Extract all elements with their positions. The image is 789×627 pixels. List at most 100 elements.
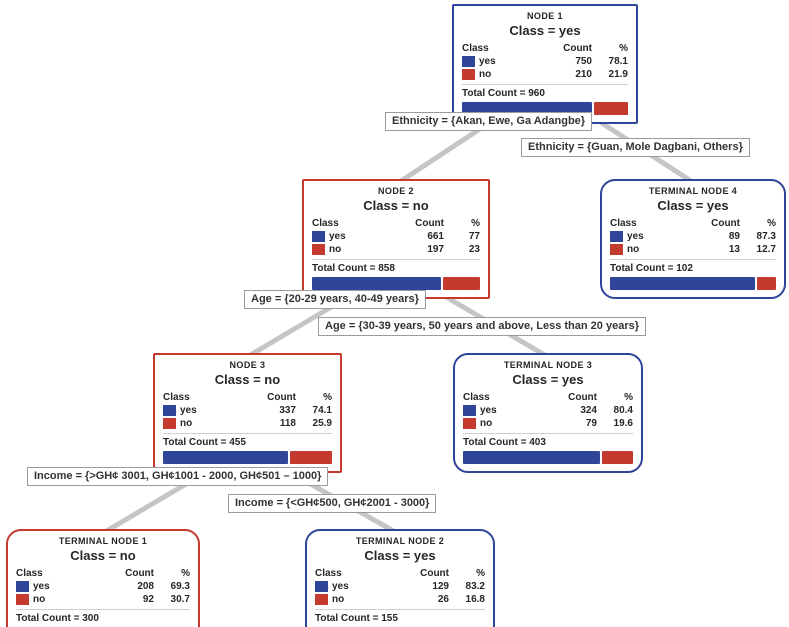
no-color-swatch-icon — [610, 244, 623, 255]
node-class-label: Class = no — [214, 372, 281, 387]
yes-color-swatch-icon — [16, 581, 29, 592]
row-label: no — [33, 594, 46, 605]
node-class-label: Class = yes — [364, 548, 436, 563]
class-row-yes: yes 324 80.4 — [463, 404, 633, 417]
row-label: no — [329, 244, 342, 255]
terminal-node-2: TERMINAL NODE 2 Class = yes Class Count … — [305, 529, 495, 627]
edge-condition-label: Ethnicity = {Guan, Mole Dagbani, Others} — [521, 138, 750, 157]
class-distribution-bar — [312, 277, 480, 290]
row-count: 92 — [142, 594, 154, 605]
row-count: 13 — [728, 244, 740, 255]
no-color-swatch-icon — [16, 594, 29, 605]
row-count: 79 — [585, 418, 597, 429]
class-distribution-bar — [462, 102, 628, 115]
row-label: yes — [480, 405, 497, 416]
row-percent: 12.7 — [756, 244, 776, 255]
row-count: 324 — [580, 405, 597, 416]
row-label: no — [479, 69, 492, 80]
terminal-node-3: TERMINAL NODE 3 Class = yes Class Count … — [453, 353, 643, 473]
yes-color-swatch-icon — [163, 405, 176, 416]
bar-segment-yes — [462, 102, 592, 115]
class-row-yes: yes 337 74.1 — [163, 404, 332, 417]
no-color-swatch-icon — [312, 244, 325, 255]
column-header-class: Class — [163, 392, 190, 403]
terminal-node-1: TERMINAL NODE 1 Class = no Class Count %… — [6, 529, 200, 627]
column-header-percent: % — [619, 43, 628, 54]
row-label: yes — [33, 581, 50, 592]
node-1: NODE 1 Class = yes Class Count % yes 750… — [452, 4, 638, 124]
row-count: 750 — [575, 56, 592, 67]
class-row-yes: yes 750 78.1 — [462, 55, 628, 68]
table-header-row: Class Count % — [462, 42, 628, 55]
class-row-yes: yes 129 83.2 — [315, 580, 485, 593]
row-percent: 74.1 — [312, 405, 332, 416]
class-row-yes: yes 661 77 — [312, 230, 480, 243]
class-row-no: no 13 12.7 — [610, 243, 776, 256]
column-header-percent: % — [181, 568, 190, 579]
no-color-swatch-icon — [315, 594, 328, 605]
node-class-label: Class = yes — [509, 23, 581, 38]
row-percent: 69.3 — [170, 581, 190, 592]
row-count: 197 — [427, 244, 444, 255]
row-label: yes — [332, 581, 349, 592]
bar-segment-yes — [610, 277, 755, 290]
table-header-row: Class Count % — [312, 217, 480, 230]
row-label: no — [332, 594, 345, 605]
column-header-count: Count — [563, 43, 592, 54]
node-title: TERMINAL NODE 3 — [503, 360, 593, 370]
node-title: NODE 1 — [527, 11, 563, 21]
class-distribution-bar — [463, 451, 633, 464]
row-count: 337 — [279, 405, 296, 416]
row-count: 89 — [728, 231, 740, 242]
row-label: yes — [180, 405, 197, 416]
column-header-class: Class — [610, 218, 637, 229]
row-percent: 25.9 — [312, 418, 332, 429]
row-percent: 23 — [468, 244, 480, 255]
row-label: no — [180, 418, 193, 429]
class-row-no: no 210 21.9 — [462, 68, 628, 81]
edge-condition-label: Income = {>GH¢ 3001, GH¢1001 - 2000, GH¢… — [27, 467, 329, 486]
table-header-row: Class Count % — [16, 567, 190, 580]
column-header-percent: % — [767, 218, 776, 229]
yes-color-swatch-icon — [610, 231, 623, 242]
bar-segment-no — [443, 277, 480, 290]
column-header-percent: % — [323, 392, 332, 403]
column-header-class: Class — [462, 43, 489, 54]
node-class-label: Class = no — [70, 548, 136, 563]
node-class-label: Class = no — [363, 198, 429, 213]
row-count: 129 — [432, 581, 449, 592]
yes-color-swatch-icon — [315, 581, 328, 592]
bar-segment-yes — [312, 277, 442, 290]
edge-condition-label: Age = {30-39 years, 50 years and above, … — [318, 317, 646, 336]
class-row-no: no 92 30.7 — [16, 593, 190, 606]
row-count: 661 — [427, 231, 444, 242]
total-count-label: Total Count = 455 — [163, 433, 332, 449]
row-count: 210 — [575, 69, 592, 80]
yes-color-swatch-icon — [462, 56, 475, 67]
bar-segment-yes — [463, 451, 600, 464]
row-percent: 87.3 — [756, 231, 776, 242]
node-title: TERMINAL NODE 1 — [58, 536, 148, 546]
table-header-row: Class Count % — [163, 391, 332, 404]
node-title: TERMINAL NODE 4 — [648, 186, 738, 196]
row-percent: 78.1 — [608, 56, 628, 67]
column-header-percent: % — [624, 392, 633, 403]
row-label: no — [480, 418, 493, 429]
column-header-class: Class — [315, 568, 342, 579]
column-header-class: Class — [463, 392, 490, 403]
total-count-label: Total Count = 155 — [315, 609, 485, 625]
no-color-swatch-icon — [462, 69, 475, 80]
column-header-percent: % — [476, 568, 485, 579]
total-count-label: Total Count = 403 — [463, 433, 633, 449]
column-header-percent: % — [471, 218, 480, 229]
row-percent: 83.2 — [465, 581, 485, 592]
total-count-label: Total Count = 300 — [16, 609, 190, 625]
row-percent: 30.7 — [170, 594, 190, 605]
bar-segment-no — [601, 451, 633, 464]
column-header-count: Count — [267, 392, 296, 403]
bar-segment-no — [756, 277, 776, 290]
class-distribution-bar — [163, 451, 332, 464]
class-row-yes: yes 89 87.3 — [610, 230, 776, 243]
row-percent: 21.9 — [608, 69, 628, 80]
